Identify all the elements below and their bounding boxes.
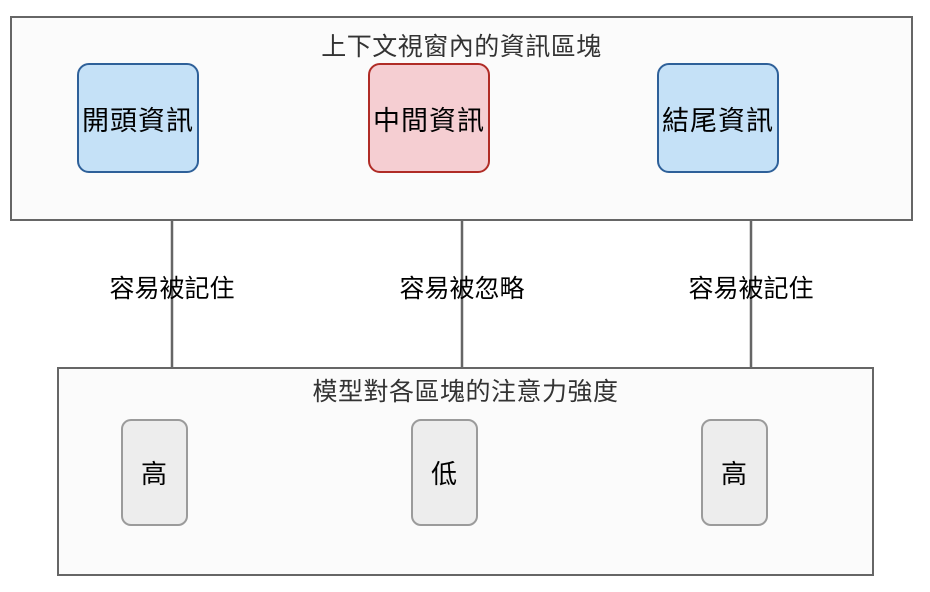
node-attention-low[interactable]: 低 <box>411 419 478 526</box>
node-begin-info[interactable]: 開頭資訊 <box>77 63 199 173</box>
edge-label-easily-remembered-left: 容易被記住 <box>109 274 235 303</box>
edge-label-easily-ignored: 容易被忽略 <box>399 274 525 303</box>
attention-strength-title: 模型對各區塊的注意力強度 <box>312 377 619 406</box>
edge-label-easily-remembered-right: 容易被記住 <box>688 274 814 303</box>
node-end-info[interactable]: 結尾資訊 <box>657 63 779 173</box>
node-middle-info[interactable]: 中間資訊 <box>368 63 490 173</box>
context-window-title: 上下文視窗內的資訊區塊 <box>321 32 602 61</box>
node-attention-high-right[interactable]: 高 <box>701 419 768 526</box>
node-attention-high-left[interactable]: 高 <box>121 419 188 526</box>
